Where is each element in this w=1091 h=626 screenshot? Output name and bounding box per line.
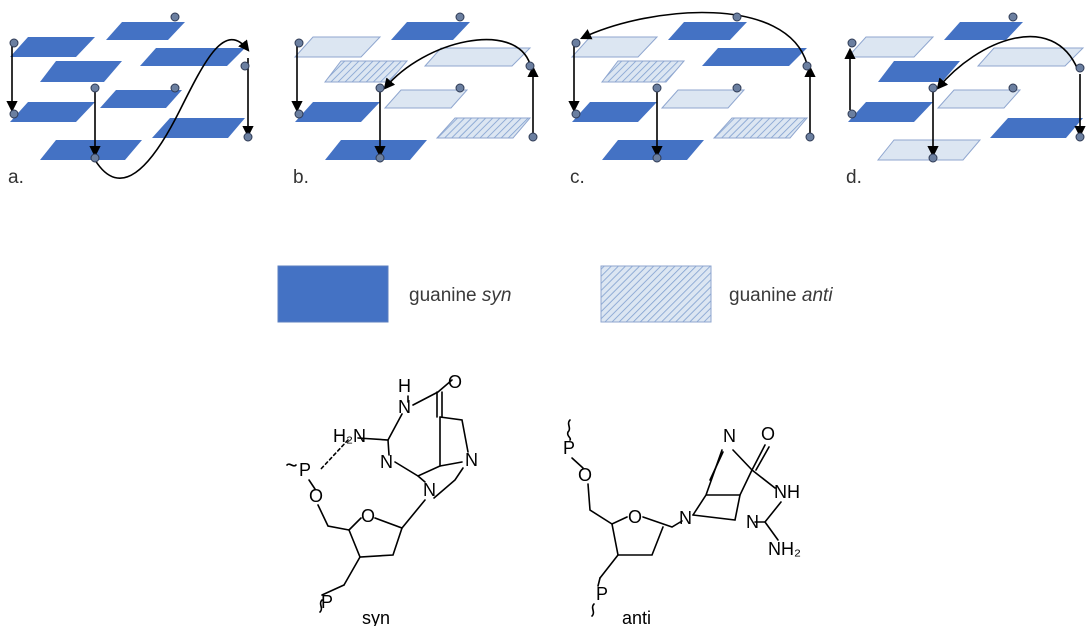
panel-a: a. [6,12,254,188]
panel-d: d. [844,12,1086,188]
guanine-syn-plate [668,22,747,40]
guanine-anti-plate [570,36,659,58]
atom-label: O [578,465,592,485]
atom-label: P [563,438,575,458]
guanine-syn-plate [106,22,185,40]
panel-label-b: b. [293,167,309,188]
guanine-syn-plate [40,61,122,82]
guanine-syn-plate [391,22,470,40]
guanine-anti-plate [976,47,1085,67]
guanine-anti-plate [383,89,469,109]
guanine-syn-plate [152,118,245,138]
atom-label: O [628,507,642,527]
atom-label: H [398,376,411,396]
anti-guanosine-structure: P O O N N O NH N NH₂ P anti [563,419,801,626]
atom-label: N [746,512,759,532]
atom-label: N [679,508,692,528]
syn-guanosine-structure: H N O H₂N N N N P O O P syn [286,372,478,626]
conf-label-anti: anti [622,608,651,626]
guanine-syn-plate [878,61,960,82]
atom-label: O [309,486,323,506]
legend-label-anti: guanine anti [729,285,833,306]
atom-label: O [361,506,375,526]
guanine-anti-plate [293,36,382,58]
guanine-anti-plate [600,60,686,83]
atom-label: NH [774,482,800,502]
guanine-syn-plate [990,118,1083,138]
guanine-syn-plate [10,102,95,122]
guanine-anti-plate [435,117,532,139]
guanine-anti-plate [936,89,1022,109]
atom-label: N [465,450,478,470]
atom-label: P [596,584,608,604]
atom-label: O [448,372,462,392]
atom-label: NH₂ [768,539,801,559]
panel-label-c: c. [570,167,585,188]
legend-label-syn: guanine syn [409,285,511,306]
conf-label-syn: syn [362,608,390,626]
atom-label: P [299,460,311,480]
guanine-syn-plate [944,22,1023,40]
legend: guanine syn guanine anti [277,265,833,323]
atom-label: N [380,452,393,472]
guanine-syn-plate [295,102,380,122]
atom-label: N [398,397,411,417]
guanine-syn-plate [848,102,933,122]
guanine-anti-plate [712,117,809,139]
atom-label: O [761,424,775,444]
guanine-syn-plate [10,37,95,57]
panel-label-d: d. [846,167,862,188]
guanine-anti-plate [323,60,409,83]
guanine-syn-plate [100,90,182,108]
guanine-anti-plate [423,47,532,67]
panel-c: c. [568,11,816,188]
atom-label: H₂N [333,426,366,446]
panel-label-a: a. [8,167,24,188]
atom-label: P [321,592,333,612]
atom-label: N [723,426,736,446]
guanine-syn-plate [702,48,807,66]
guanine-syn-plate [140,48,245,66]
guanine-anti-plate [660,89,746,109]
guanine-anti-plate [846,36,935,58]
legend-swatch-anti [600,265,712,323]
panel-b: b. [291,12,539,188]
atom-label: N [423,480,436,500]
legend-swatch-syn [277,265,389,323]
guanine-syn-plate [572,102,657,122]
